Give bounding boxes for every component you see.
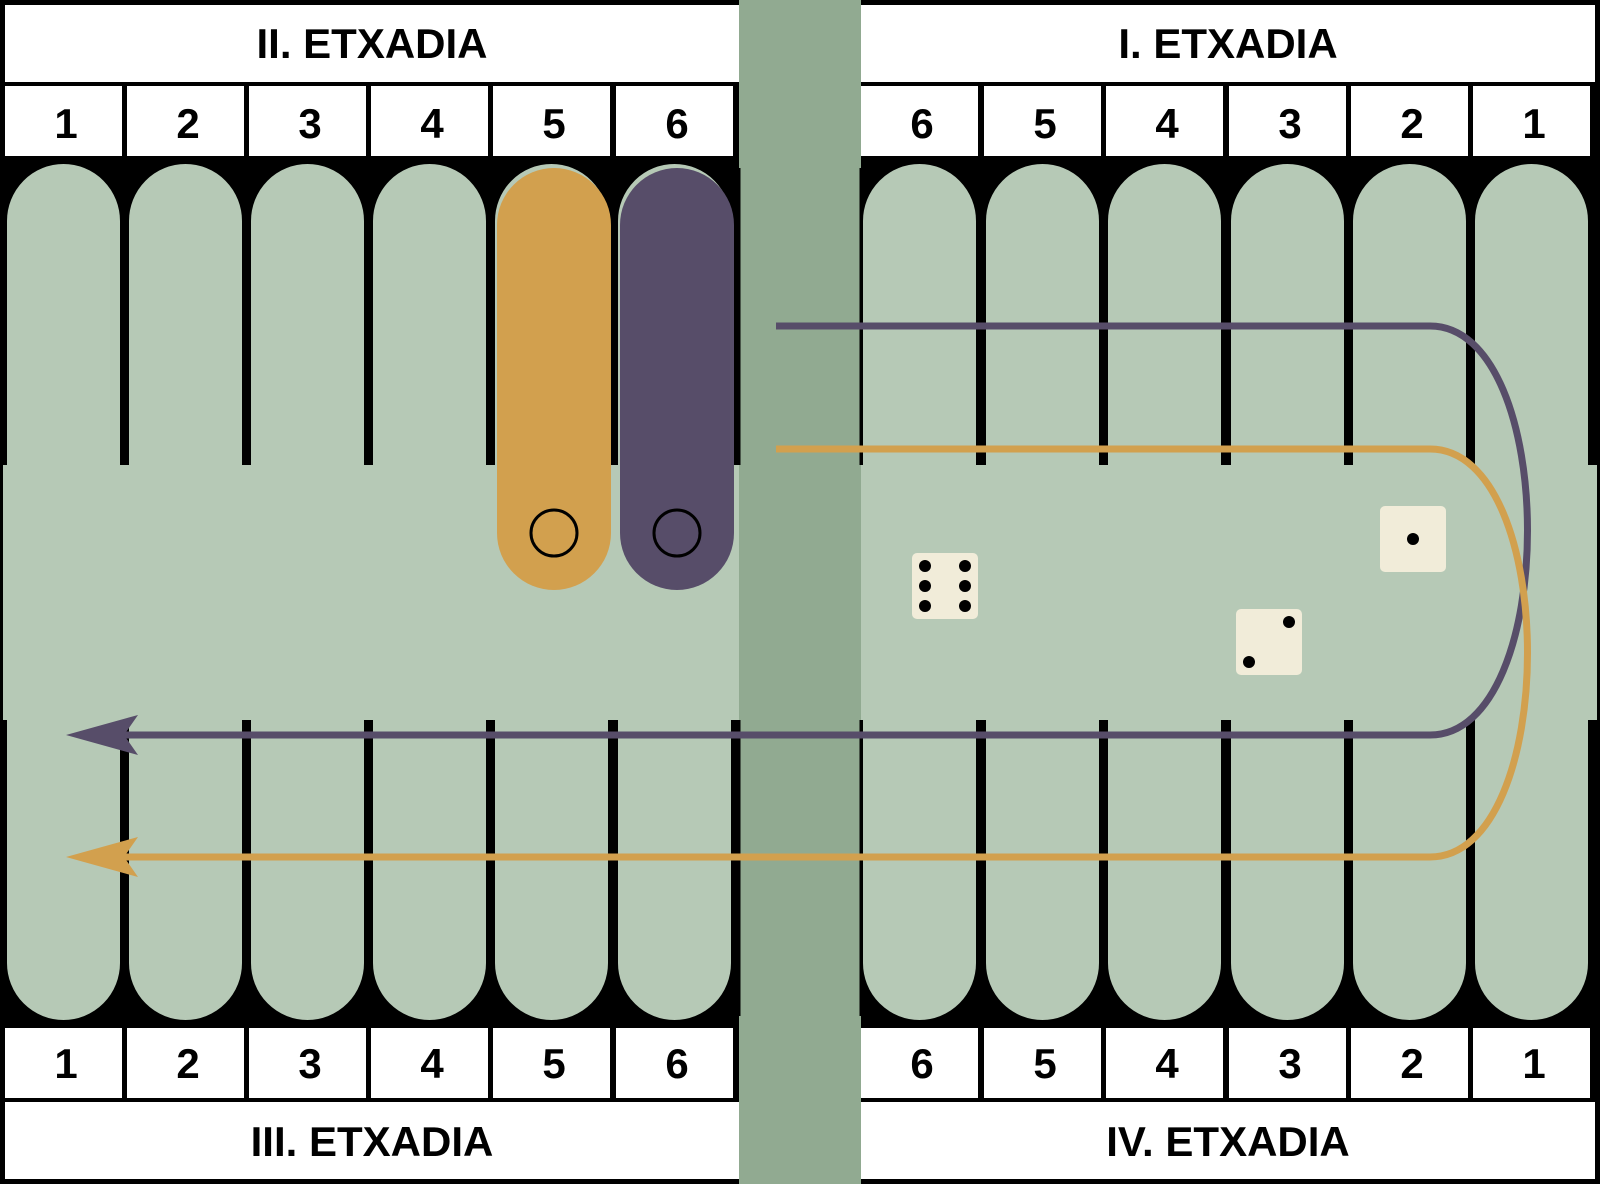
point-number: 2 (1400, 1040, 1423, 1087)
number-cell (1229, 86, 1346, 156)
number-cell (1473, 86, 1590, 156)
orange-checker-stack[interactable] (497, 168, 611, 590)
point-number: 5 (542, 1040, 565, 1087)
point-number: 4 (420, 100, 444, 147)
die-two[interactable] (1236, 609, 1302, 675)
point-number: 1 (54, 100, 77, 147)
point-number: 2 (1400, 100, 1423, 147)
point-number: 5 (1033, 100, 1056, 147)
quadrant-title-iv: IV. ETXADIA (1106, 1118, 1350, 1165)
number-cell (1351, 1028, 1468, 1098)
checker-stacks (497, 168, 734, 590)
point-numbers: 1 2 3 4 5 6 6 5 4 3 2 1 1 2 3 4 5 6 6 5 … (54, 100, 1545, 1087)
quadrant-title-ii: II. ETXADIA (256, 20, 487, 67)
number-cell (5, 86, 122, 156)
purple-checker-ring (652, 508, 702, 558)
point-number: 4 (420, 1040, 444, 1087)
center-bar (739, 0, 861, 1184)
number-cell (493, 86, 610, 156)
purple-movement-path (110, 322, 1531, 739)
point-number: 6 (910, 100, 933, 147)
point-dividers (1, 168, 1599, 1016)
number-cell (371, 1028, 488, 1098)
number-cell (984, 86, 1101, 156)
number-cell (249, 1028, 366, 1098)
number-cell (1106, 86, 1223, 156)
number-cell (5, 1028, 122, 1098)
orange-movement-path (110, 445, 1531, 861)
dice (912, 506, 1446, 675)
die-one[interactable] (1380, 506, 1446, 572)
number-cells (5, 86, 1590, 1098)
label-bands (5, 5, 1595, 1179)
point-number: 5 (1033, 1040, 1056, 1087)
point-number: 1 (1522, 100, 1545, 147)
quadrant-title-iii: III. ETXADIA (251, 1118, 494, 1165)
number-cell (249, 86, 366, 156)
point-number: 3 (298, 100, 321, 147)
orange-arrowhead (66, 837, 138, 877)
point-number: 3 (1278, 1040, 1301, 1087)
die-six[interactable] (912, 553, 978, 619)
number-cell (371, 86, 488, 156)
movement-paths (66, 322, 1531, 877)
point-number: 3 (1278, 100, 1301, 147)
point-number: 1 (54, 1040, 77, 1087)
orange-checker-ring (529, 508, 579, 558)
number-cell (861, 86, 978, 156)
number-cell (1473, 1028, 1590, 1098)
number-cell (1106, 1028, 1223, 1098)
purple-arrowhead (66, 715, 138, 755)
number-cell (1351, 86, 1468, 156)
purple-checker-stack[interactable] (620, 168, 734, 590)
point-number: 5 (542, 100, 565, 147)
point-number: 3 (298, 1040, 321, 1087)
number-cell (127, 86, 244, 156)
point-number: 6 (665, 100, 688, 147)
number-cell (984, 1028, 1101, 1098)
point-number: 4 (1155, 100, 1179, 147)
point-number: 6 (910, 1040, 933, 1087)
number-cell (616, 1028, 733, 1098)
number-cell (127, 1028, 244, 1098)
number-cell (861, 1028, 978, 1098)
point-number: 4 (1155, 1040, 1179, 1087)
number-cell (493, 1028, 610, 1098)
number-cell (1229, 1028, 1346, 1098)
point-number: 1 (1522, 1040, 1545, 1087)
point-number: 2 (176, 100, 199, 147)
point-number: 6 (665, 1040, 688, 1087)
quadrant-title-i: I. ETXADIA (1118, 20, 1337, 67)
point-number: 2 (176, 1040, 199, 1087)
number-cell (616, 86, 733, 156)
